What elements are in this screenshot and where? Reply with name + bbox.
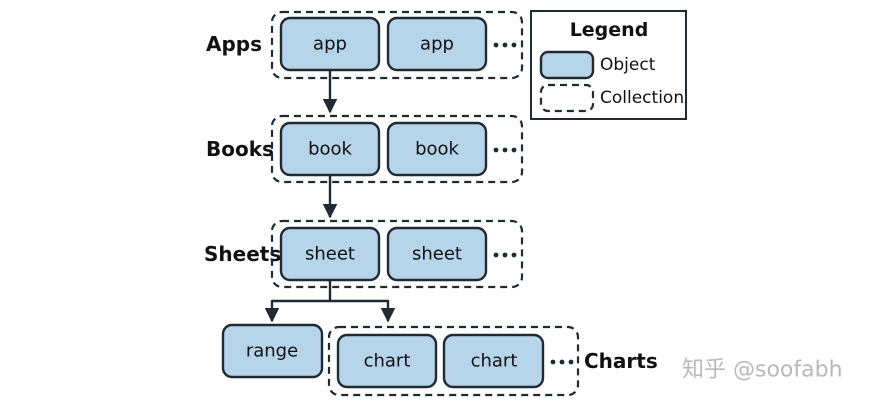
sheet-object-1-label: sheet: [305, 244, 355, 265]
books-more-dots: [493, 147, 517, 153]
apps-collection: [270, 10, 524, 80]
sheets-more-dots: [493, 252, 517, 258]
sheets-label: Sheets: [204, 242, 281, 266]
apps-more-dots: [493, 42, 517, 48]
chart-object-2: [442, 333, 545, 389]
sheets-collection: [270, 219, 524, 289]
apps-label: Apps: [206, 32, 262, 56]
range-object: [221, 323, 324, 379]
sheet-object-2: [386, 226, 488, 282]
legend-collection-swatch: [539, 83, 595, 113]
books-label: Books: [206, 137, 274, 161]
chart-object-1: [336, 333, 438, 389]
range-object-label: range: [246, 341, 298, 362]
book-object-2: [386, 121, 488, 177]
legend-title: Legend: [570, 19, 649, 41]
legend-collection-label: Collection: [600, 88, 684, 108]
chart-object-2-label: chart: [471, 351, 518, 372]
legend-object-swatch: [539, 50, 595, 80]
charts-more-dots: [550, 359, 574, 365]
chart-object-1-label: chart: [364, 351, 411, 372]
book-object-2-label: book: [415, 139, 459, 160]
sheet-object-2-label: sheet: [412, 244, 462, 265]
legend-object-label: Object: [600, 55, 656, 75]
charts-label: Charts: [584, 349, 658, 373]
app-object-2: [386, 16, 488, 72]
book-object-1-label: book: [308, 139, 352, 160]
charts-collection: [327, 325, 580, 397]
app-object-2-label: app: [420, 34, 454, 55]
watermark: 知乎 @soofabh: [682, 358, 843, 383]
app-object-1-label: app: [313, 34, 347, 55]
books-collection: [270, 114, 524, 184]
